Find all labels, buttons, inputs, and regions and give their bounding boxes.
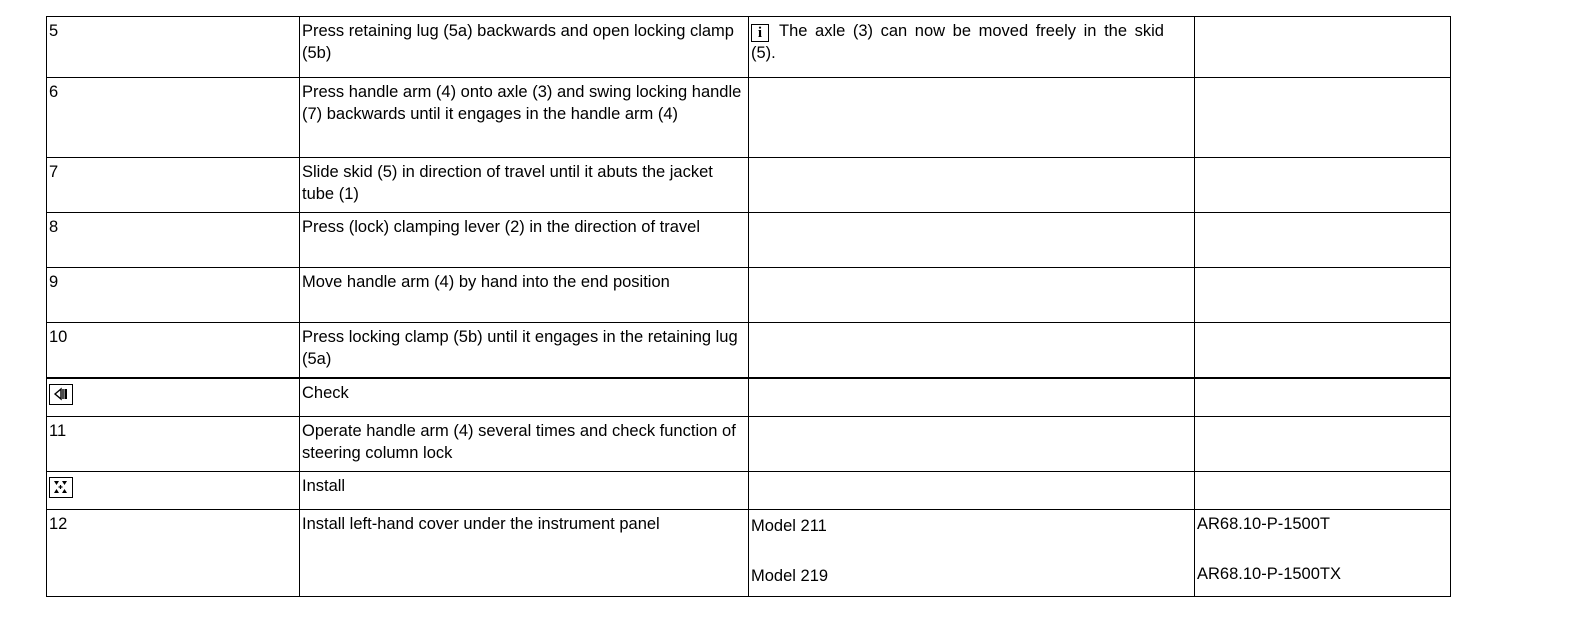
- document-reference-link[interactable]: AR68.10-P-1500T: [1197, 515, 1330, 533]
- procedure-table: 5 Press retaining lug (5a) backwards and…: [46, 16, 1451, 597]
- step-row-5: 5 Press retaining lug (5a) backwards and…: [46, 16, 1451, 78]
- model-name: Model 219: [751, 567, 829, 585]
- install-icon: [49, 477, 73, 498]
- step-note-cell: [748, 471, 1195, 510]
- step-action: Press (lock) clamping lever (2) in the d…: [299, 212, 749, 268]
- check-icon: [49, 383, 73, 405]
- step-action: Press handle arm (4) onto axle (3) and s…: [299, 77, 749, 158]
- step-row-8: 8 Press (lock) clamping lever (2) in the…: [46, 212, 1451, 268]
- step-reference-cell: [1194, 16, 1451, 78]
- step-note: The axle (3) can now be moved freely in …: [751, 22, 1164, 62]
- info-icon: i: [751, 24, 769, 42]
- step-action: Move handle arm (4) by hand into the end…: [299, 267, 749, 323]
- step-number: 8: [46, 212, 300, 268]
- step-note-cell: [748, 416, 1195, 472]
- step-reference-cell: [1194, 157, 1451, 213]
- step-reference-cell: [1194, 267, 1451, 323]
- step-reference-cell: [1194, 77, 1451, 158]
- step-action: Install left-hand cover under the instru…: [299, 509, 749, 597]
- section-title: Check: [299, 376, 749, 417]
- step-action: Press locking clamp (5b) until it engage…: [299, 322, 749, 378]
- step-number: 11: [46, 416, 300, 472]
- document-reference-link[interactable]: AR68.10-P-1500TX: [1197, 565, 1341, 583]
- section-icon-cell: [46, 471, 300, 510]
- step-note-cell: [748, 77, 1195, 158]
- step-row-10: 10 Press locking clamp (5b) until it eng…: [46, 322, 1451, 378]
- step-action: Slide skid (5) in direction of travel un…: [299, 157, 749, 213]
- section-title: Install: [299, 471, 749, 510]
- step-reference-cell: [1194, 376, 1451, 417]
- section-row-check: Check: [46, 376, 1451, 417]
- step-reference-cell: [1194, 322, 1451, 378]
- step-number: 12: [46, 509, 300, 597]
- step-row-9: 9 Move handle arm (4) by hand into the e…: [46, 267, 1451, 323]
- step-row-11: 11 Operate handle arm (4) several times …: [46, 416, 1451, 472]
- section-icon-cell: [46, 376, 300, 417]
- step-row-7: 7 Slide skid (5) in direction of travel …: [46, 157, 1451, 213]
- step-number: 7: [46, 157, 300, 213]
- step-reference-cell: [1194, 212, 1451, 268]
- step-models-cell: Model 211 Model 219: [748, 509, 1195, 597]
- step-action: Press retaining lug (5a) backwards and o…: [299, 16, 749, 78]
- step-reference-cell: AR68.10-P-1500T AR68.10-P-1500TX: [1194, 509, 1451, 597]
- step-number: 6: [46, 77, 300, 158]
- step-note-cell: [748, 376, 1195, 417]
- step-note-cell: [748, 267, 1195, 323]
- step-number: 9: [46, 267, 300, 323]
- step-row-12: 12 Install left-hand cover under the ins…: [46, 509, 1451, 597]
- step-note-cell: [748, 157, 1195, 213]
- step-number: 5: [46, 16, 300, 78]
- model-name: Model 211: [751, 517, 827, 535]
- step-reference-cell: [1194, 471, 1451, 510]
- section-row-install: Install: [46, 471, 1451, 510]
- step-row-6: 6 Press handle arm (4) onto axle (3) and…: [46, 77, 1451, 158]
- step-reference-cell: [1194, 416, 1451, 472]
- step-note-cell: [748, 212, 1195, 268]
- step-note-cell: [748, 322, 1195, 378]
- step-number: 10: [46, 322, 300, 378]
- step-action: Operate handle arm (4) several times and…: [299, 416, 749, 472]
